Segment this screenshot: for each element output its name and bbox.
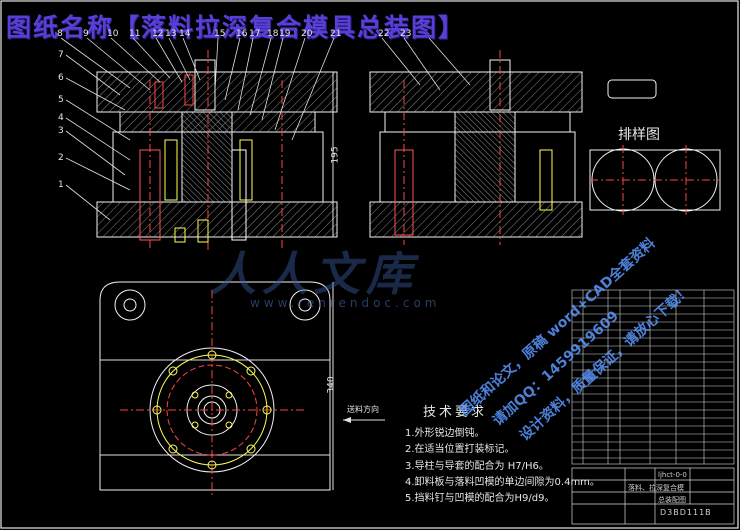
tech-item: 5.挡料钉与凹模的配合为H9/d9。 xyxy=(405,493,555,504)
layout-label: 排样图 xyxy=(618,127,660,143)
title-block-code: D3BD111B xyxy=(660,508,712,517)
callout-number: 5 xyxy=(58,95,64,105)
drawing-title: 图纸名称【落料拉深复合模具总装图】 xyxy=(6,13,466,42)
tech-item: 2.在适当位置打装标记。 xyxy=(405,444,515,455)
title-block-doc-code: ljhct-0-0 xyxy=(658,471,687,479)
dimension-height: 195 xyxy=(330,146,341,164)
title-block-drawing: 总装配图 xyxy=(658,496,686,504)
callout-number: 6 xyxy=(58,73,64,83)
title-block-name: 落料、拉深复合模 xyxy=(628,484,684,492)
callout-number: 23 xyxy=(400,29,412,39)
tech-item: 4.卸料板与落料凹模的单边间隙为0.4mm。 xyxy=(405,477,600,488)
watermark-url: www.renrendoc.com xyxy=(250,296,441,310)
callout-number: 21 xyxy=(330,29,342,39)
callout-number: 10 xyxy=(107,29,119,39)
callout-number: 22 xyxy=(378,29,390,39)
parts-table xyxy=(571,289,735,465)
callout-number: 12 xyxy=(152,29,164,39)
callout-number: 19 xyxy=(279,29,291,39)
left-section-view xyxy=(96,50,338,250)
callout-number: 2 xyxy=(58,153,64,163)
tech-item: 3.导柱与导套的配合为 H7/H6。 xyxy=(405,461,549,472)
callout-number: 18 xyxy=(267,29,279,39)
strip-layout xyxy=(589,79,721,215)
watermark-logo: 人人文库 xyxy=(210,247,418,301)
right-section-view xyxy=(369,50,583,245)
callout-number: 13 xyxy=(165,29,177,39)
callout-number: 16 xyxy=(236,29,248,39)
feed-direction-label: 送料方向 xyxy=(347,405,379,414)
callout-number: 11 xyxy=(129,29,141,39)
callout-number: 17 xyxy=(249,29,261,39)
callout-number: 20 xyxy=(301,29,313,39)
callout-number: 14 xyxy=(179,29,191,39)
title-block xyxy=(571,467,735,525)
callout-number: 3 xyxy=(58,126,64,136)
punch xyxy=(181,111,233,203)
callout-number: 1 xyxy=(58,180,64,190)
callout-leaders xyxy=(60,37,471,221)
dimension-plan: 340 xyxy=(326,376,337,394)
callout-number: 7 xyxy=(58,50,64,60)
callout-number: 9 xyxy=(83,29,89,39)
tech-requirements-title: 技术要求 xyxy=(423,405,488,420)
callout-number: 8 xyxy=(57,29,63,39)
callout-number: 4 xyxy=(58,113,64,123)
callout-number: 15 xyxy=(214,29,226,39)
tech-item: 1.外形锐边倒钝。 xyxy=(405,428,485,439)
plan-view xyxy=(99,281,385,495)
